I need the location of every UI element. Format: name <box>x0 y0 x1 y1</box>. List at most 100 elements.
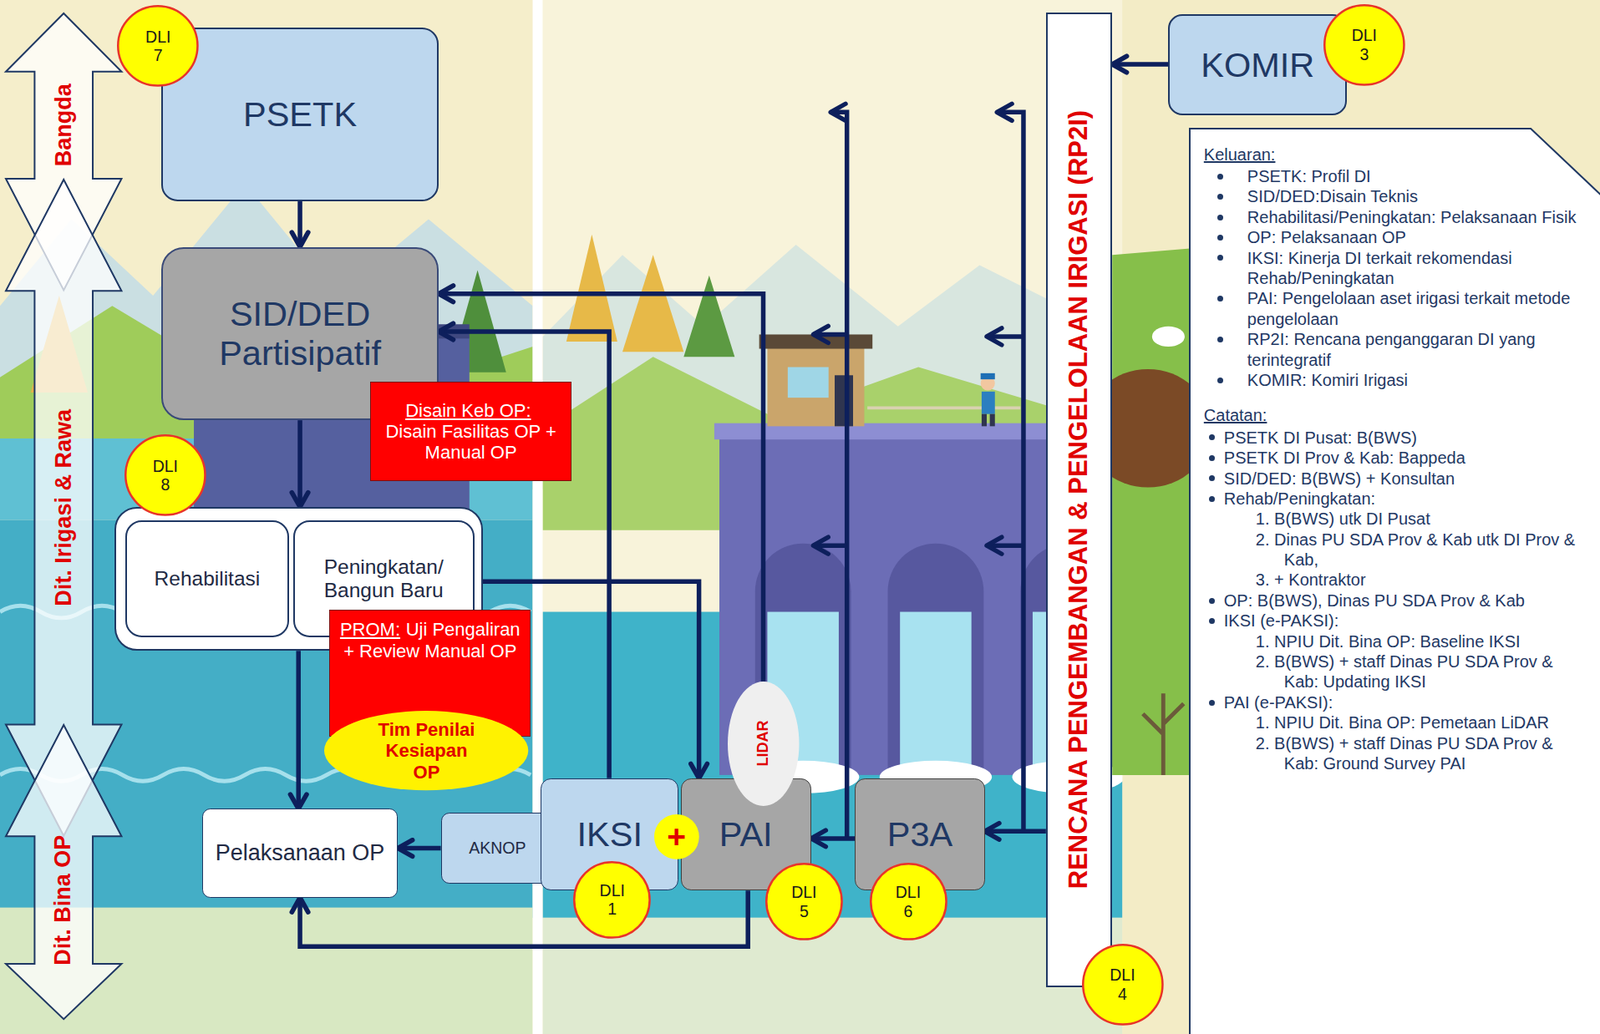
connector-arrow <box>397 846 441 852</box>
dam-scene <box>981 391 996 415</box>
dam-scene <box>766 346 864 427</box>
text-holder: DLI 5 <box>787 883 822 921</box>
text-holder: AKNOP <box>468 838 526 858</box>
text-holder: Disain Keb OP:Disain Fasilitas OP + Manu… <box>375 400 566 464</box>
dam-scene <box>543 0 1123 1034</box>
dam-scene <box>622 254 684 352</box>
text-holder: Rehabilitasi <box>154 567 261 591</box>
text-holder: + <box>666 820 686 854</box>
note-line: PSETK DI Pusat: B(BWS) <box>1203 427 1582 448</box>
node-label: DLI 4 <box>1105 965 1140 1004</box>
feedback-lines <box>996 111 1024 832</box>
dli-callout: DLI 7 <box>116 5 199 87</box>
note-line: OP: B(BWS), Dinas PU SDA Prov & Kab <box>1203 590 1582 611</box>
note-line: PAI (e-PAKSI): <box>1203 692 1582 713</box>
bullet-dot <box>1208 598 1215 605</box>
field-scene <box>1142 693 1184 776</box>
dam-scene <box>787 367 829 399</box>
dam-scene <box>888 543 985 776</box>
note-line: Catatan: <box>1203 405 1582 426</box>
process-box: Pelaksanaan OP <box>202 808 398 898</box>
bullet-dot <box>1217 336 1224 343</box>
text-holder: DLI 7 <box>141 27 176 66</box>
text-holder: PSETK <box>243 94 357 135</box>
text-holder: Bangda <box>50 83 77 167</box>
connector-arrow <box>811 836 856 842</box>
node-label: KOMIR <box>1200 45 1315 86</box>
dam-scene <box>683 275 735 358</box>
note-line: KOMIR: Komiri Irigasi <box>1203 370 1582 391</box>
note-line: PAI: Pengelolaan aset irigasi terkait me… <box>1203 288 1582 330</box>
node-label: DLI 3 <box>1346 25 1382 64</box>
dam-scene <box>899 612 971 776</box>
process-box: AKNOP <box>441 812 555 884</box>
connector-arrow <box>297 420 303 508</box>
dam-scene <box>980 373 996 380</box>
feedback-lines <box>812 111 1024 839</box>
note-line: OP: Pelaksanaan OP <box>1203 227 1582 248</box>
double-arrow-shape <box>5 725 122 1020</box>
node-label: DLI 1 <box>594 881 630 920</box>
dli-callout: DLI 4 <box>1081 944 1164 1027</box>
node-label: AKNOP <box>468 838 526 858</box>
feedback-lines <box>830 111 848 839</box>
text-holder: Dit. Irigasi & Rawa <box>50 409 77 607</box>
dam-scene <box>543 0 1125 1034</box>
notes-panel: Keluaran:PSETK: Profil DISID/DED:Disain … <box>1188 127 1600 1034</box>
node-label: + <box>666 820 686 854</box>
dam-scene <box>981 414 987 427</box>
text-holder: LIDAR <box>755 721 773 767</box>
bullet-dot <box>1217 173 1224 180</box>
node-label: LIDAR <box>755 721 773 767</box>
process-box: Rehabilitasi <box>125 520 289 638</box>
ellipse-shape <box>1324 5 1404 85</box>
node-label: PROM: <box>340 619 401 640</box>
text-holder: DLI 4 <box>1105 965 1140 1004</box>
feedback-lines <box>986 334 1024 339</box>
dam-scene <box>759 334 874 349</box>
note-line: 2. B(BWS) + staff Dinas PU SDA Prov & Ka… <box>1203 733 1582 775</box>
text-holder: Peningkatan/ Bangun Baru <box>299 555 468 603</box>
ellipse-shape <box>574 862 651 938</box>
bullet-dot <box>1208 455 1215 462</box>
text-holder: SID/DED Partisipatif <box>167 294 432 374</box>
node-label: DLI 7 <box>141 27 176 66</box>
node-label: Dit. Bina OP <box>50 835 77 966</box>
bullet-dot <box>1208 700 1215 707</box>
text-holder: PAI <box>719 814 773 855</box>
text-holder: Tim Penilai Kesiapan OP <box>374 719 479 783</box>
dam-scene <box>867 406 1021 411</box>
note-line: 1. NPIU Dit. Bina OP: Baseline IKSI <box>1203 631 1582 652</box>
process-box: KOMIR <box>1168 14 1347 116</box>
connector-arrow <box>297 201 303 248</box>
bullet-dot <box>1208 618 1215 625</box>
bullet-dot <box>1217 193 1224 200</box>
node-label: Disain Fasilitas OP + Manual OP <box>385 421 556 463</box>
note-line: RP2I: Rencana penganggaran DI yang terin… <box>1203 329 1582 371</box>
ellipse-shape <box>727 681 799 807</box>
node-label: Pelaksanaan OP <box>215 840 386 867</box>
note-line: IKSI: Kinerja DI terkait rekomendasi Reh… <box>1203 248 1582 290</box>
feedback-lines <box>812 332 847 337</box>
node-label: Dit. Irigasi & Rawa <box>50 409 77 607</box>
node-label: DLI 6 <box>890 883 925 921</box>
bullet-dot <box>1217 234 1224 241</box>
ellipse-shape <box>654 814 700 860</box>
ellipse-shape <box>870 863 946 940</box>
text-holder: DLI 6 <box>890 883 925 921</box>
node-label: IKSI <box>577 814 643 855</box>
panel-shape <box>1189 128 1600 1034</box>
connector-arrow <box>985 829 1047 835</box>
dli-callout: DLI 6 <box>869 863 948 941</box>
text-holder: Dit. Bina OP <box>50 835 77 966</box>
text-holder: IKSI <box>577 814 643 855</box>
lidar-ellipse: LIDAR <box>727 681 799 807</box>
dam-scene <box>990 414 996 427</box>
text-holder: Pelaksanaan OP <box>215 840 386 867</box>
note-line: 2. Dinas PU SDA Prov & Kab utk DI Prov &… <box>1203 529 1582 571</box>
ellipse-shape <box>125 436 205 516</box>
connector-arrow <box>299 890 748 947</box>
dam-scene <box>543 918 1123 1034</box>
note-line: 3. + Kontraktor <box>1203 569 1582 590</box>
